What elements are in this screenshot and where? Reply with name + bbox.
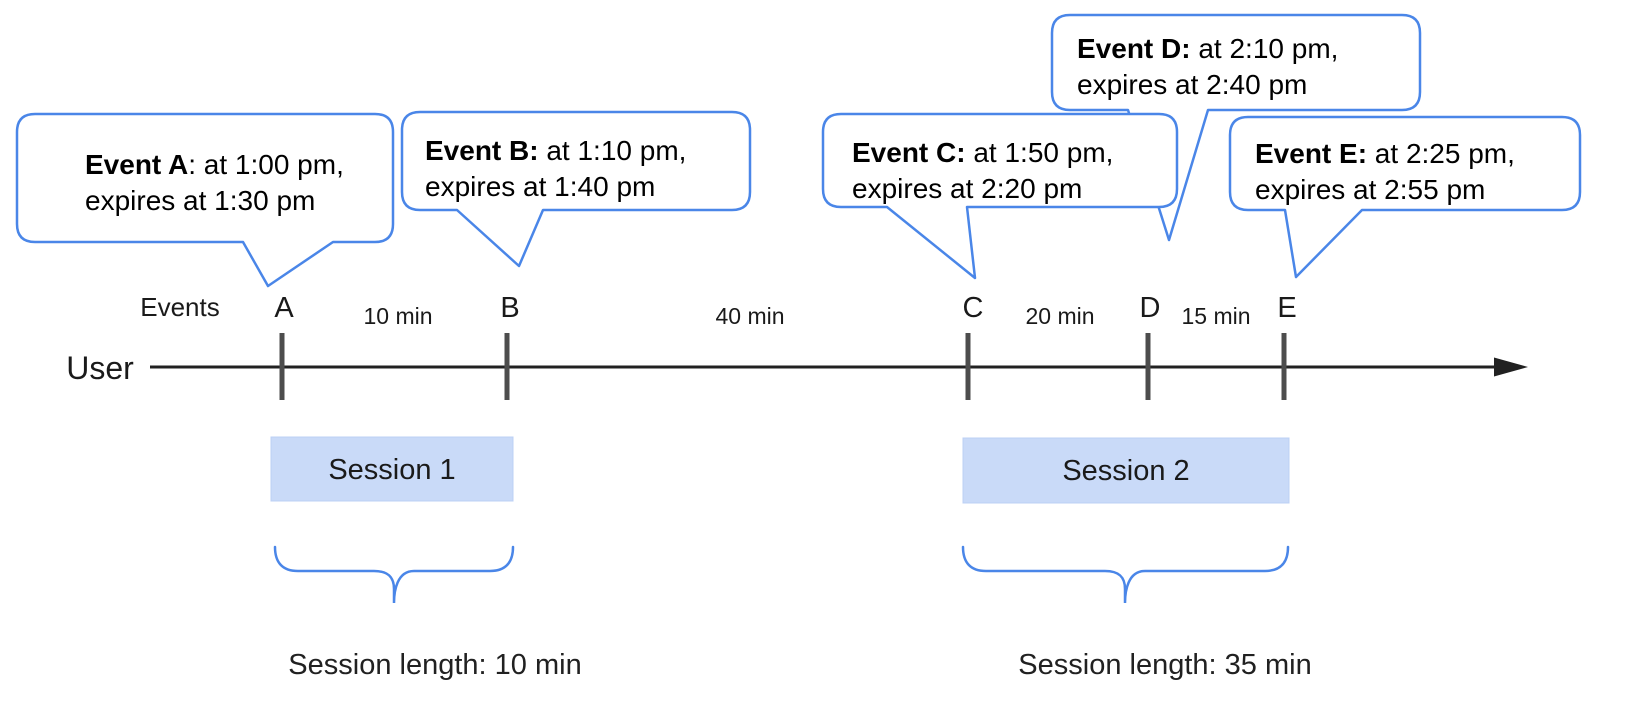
letter-a: A [274,292,294,324]
session-2-box [962,437,1290,504]
session-2-label: Session 2 [1062,455,1189,487]
event-b-line1: Event B: at 1:10 pm, [425,135,686,166]
tick-a [279,333,285,400]
event-d-line1: Event D: at 2:10 pm, [1077,33,1338,64]
event-a-line1: Event A: at 1:00 pm, [85,149,344,180]
tick-b [504,333,510,400]
session-2-brace [961,545,1290,604]
event-c-time: at 1:50 pm, [966,137,1114,168]
event-e-bubble [1228,115,1582,279]
event-d-bubble [1050,13,1422,242]
interval-d-e: 15 min [1181,303,1250,329]
session-1-label: Session 1 [328,454,455,486]
timeline-arrowhead-icon [1494,357,1528,377]
event-b-line2: expires at 1:40 pm [425,171,655,202]
event-d-time: at 2:10 pm, [1191,33,1339,64]
letter-e: E [1277,292,1296,324]
event-c-title: Event C: [852,137,966,168]
letter-b: B [500,292,519,324]
letter-d: D [1140,292,1161,324]
session-2: Session 2 Session length: 35 min [961,437,1312,681]
event-e-line1: Event E: at 2:25 pm, [1255,138,1515,169]
session-1-brace [273,545,515,604]
timeline-axis [150,357,1528,377]
event-c-callout: Event C: at 1:50 pm, expires at 2:20 pm [821,112,1179,280]
event-d-title: Event D: [1077,33,1191,64]
tick-d [1145,333,1151,400]
event-a-bubble [15,112,395,288]
letter-c: C [963,292,984,324]
user-axis-label: User [66,350,134,386]
event-e-line2: expires at 2:55 pm [1255,174,1485,205]
session-1-box [270,436,514,502]
session-1-length-label: Session length: 10 min [288,649,581,681]
event-b-title: Event B: [425,135,539,166]
event-c-bubble [821,112,1179,280]
event-e-callout: Event E: at 2:25 pm, expires at 2:55 pm [1228,115,1582,279]
event-b-bubble [400,110,752,268]
event-e-title: Event E: [1255,138,1367,169]
event-d-callout: Event D: at 2:10 pm, expires at 2:40 pm [1050,13,1422,242]
event-c-line1: Event C: at 1:50 pm, [852,137,1113,168]
session-2-length-label: Session length: 35 min [1018,649,1311,681]
event-b-time: at 1:10 pm, [539,135,687,166]
event-d-line2: expires at 2:40 pm [1077,69,1307,100]
interval-c-d: 20 min [1025,303,1094,329]
event-a-time: : at 1:00 pm, [188,149,344,180]
events-axis-label: Events [140,292,220,322]
event-a-line2: expires at 1:30 pm [85,185,315,216]
interval-a-b: 10 min [363,303,432,329]
event-a-title: Event A [85,149,188,180]
event-e-time: at 2:25 pm, [1367,138,1515,169]
event-b-callout: Event B: at 1:10 pm, expires at 1:40 pm [400,110,752,268]
tick-c [965,333,971,400]
tick-e [1281,333,1287,400]
session-1: Session 1 Session length: 10 min [270,436,582,681]
event-c-line2: expires at 2:20 pm [852,173,1082,204]
event-a-callout: Event A: at 1:00 pm, expires at 1:30 pm [15,112,395,288]
interval-b-c: 40 min [715,303,784,329]
